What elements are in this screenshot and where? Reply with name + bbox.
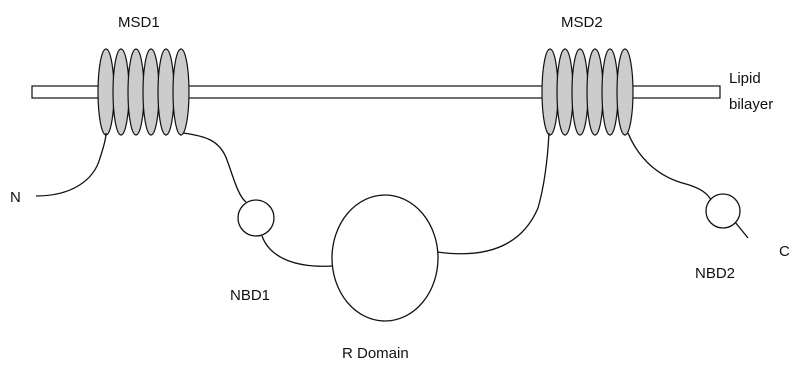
r-domain-label: R Domain xyxy=(342,345,409,362)
msd1-helix-1 xyxy=(97,48,115,136)
msd2-helix-4 xyxy=(586,48,604,136)
msd2-helix-group xyxy=(541,48,634,136)
nbd1-domain xyxy=(237,199,275,237)
r-domain xyxy=(331,194,439,322)
r-domain-to-msd2-linker xyxy=(436,132,550,255)
c-terminus-label: C xyxy=(779,243,790,260)
n-terminus-label: N xyxy=(10,189,21,206)
msd1-helix-6 xyxy=(172,48,190,136)
msd2-helix-2 xyxy=(556,48,574,136)
lipid-bilayer-label-line1: Lipid xyxy=(729,70,761,87)
msd2-to-nbd2-linker xyxy=(627,132,712,201)
msd1-label: MSD1 xyxy=(118,14,160,31)
nbd1-label: NBD1 xyxy=(230,287,270,304)
msd1-helix-4 xyxy=(142,48,160,136)
msd2-helix-6 xyxy=(616,48,634,136)
msd1-helix-3 xyxy=(127,48,145,136)
c-terminal-tail xyxy=(734,221,749,239)
polypeptide-chain xyxy=(35,132,749,267)
n-terminal-tail xyxy=(35,132,107,197)
msd2-helix-5 xyxy=(601,48,619,136)
nbd1-to-r-domain-linker xyxy=(261,235,333,267)
msd1-helix-5 xyxy=(157,48,175,136)
msd2-helix-1 xyxy=(541,48,559,136)
nbd2-label: NBD2 xyxy=(695,265,735,282)
msd1-helix-group xyxy=(97,48,190,136)
msd1-to-nbd1-linker xyxy=(182,132,247,203)
msd2-helix-3 xyxy=(571,48,589,136)
msd2-label: MSD2 xyxy=(561,14,603,31)
lipid-bilayer-label-line2: bilayer xyxy=(729,96,773,113)
msd1-helix-2 xyxy=(112,48,130,136)
nbd2-domain xyxy=(705,193,741,229)
